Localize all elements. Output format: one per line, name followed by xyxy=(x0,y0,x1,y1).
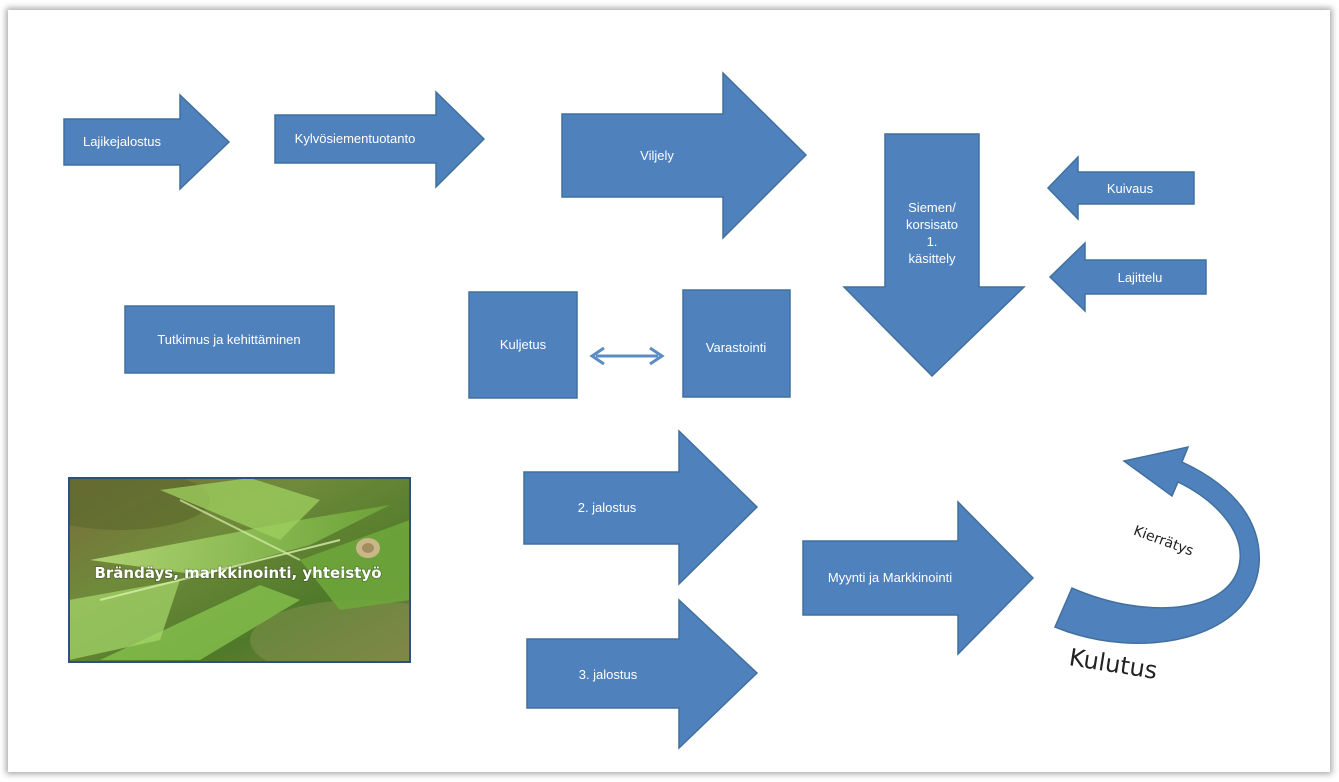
lajittelu-arrow: Lajittelu xyxy=(1048,241,1207,313)
kasittely-label-1: Siemen/ xyxy=(908,200,956,215)
jalostus3-arrow: 3. jalostus xyxy=(526,598,759,750)
jalostus3-label: 3. jalostus xyxy=(579,667,638,682)
kylvosiementuotanto-label: Kylvösiementuotanto xyxy=(295,131,416,146)
leaf-illustration xyxy=(69,478,410,662)
viljely-arrow: Viljely xyxy=(561,71,808,240)
lajittelu-label: Lajittelu xyxy=(1118,270,1163,285)
lajikejalostus-arrow: Lajikejalostus xyxy=(63,93,231,191)
kasittely-label-3: 1. xyxy=(927,234,938,249)
kasittely-label-2: korsisato xyxy=(906,217,958,232)
tutkimus-label: Tutkimus ja kehittäminen xyxy=(157,332,300,347)
myynti-arrow: Myynti ja Markkinointi xyxy=(802,500,1035,656)
kierratys-curved-arrow: Kierrätys xyxy=(1054,445,1260,644)
jalostus2-arrow: 2. jalostus xyxy=(523,429,759,586)
kuljetus-label: Kuljetus xyxy=(500,337,547,352)
double-arrow-connector xyxy=(589,346,665,366)
kasittely-label-4: käsittely xyxy=(909,251,956,266)
jalostus2-label: 2. jalostus xyxy=(578,500,637,515)
kasittely-down-arrow: Siemen/ korsisato 1. käsittely xyxy=(842,133,1026,378)
kylvosiementuotanto-arrow: Kylvösiementuotanto xyxy=(274,90,486,189)
brandays-label: Brändäys, markkinointi, yhteistyö xyxy=(94,564,381,582)
kuljetus-box: Kuljetus xyxy=(468,291,578,399)
varastointi-box: Varastointi xyxy=(682,289,791,398)
viljely-label: Viljely xyxy=(640,148,674,163)
varastointi-label: Varastointi xyxy=(706,340,767,355)
tutkimus-box: Tutkimus ja kehittäminen xyxy=(124,305,335,374)
myynti-label: Myynti ja Markkinointi xyxy=(828,570,952,585)
branding-photo: Brändäys, markkinointi, yhteistyö xyxy=(68,477,411,663)
kulutus-label: Kulutus xyxy=(1067,643,1159,685)
kierratys-label: Kierrätys xyxy=(1131,523,1195,559)
kuivaus-label: Kuivaus xyxy=(1107,181,1154,196)
kuivaus-arrow: Kuivaus xyxy=(1046,155,1195,221)
lajikejalostus-label: Lajikejalostus xyxy=(83,134,162,149)
